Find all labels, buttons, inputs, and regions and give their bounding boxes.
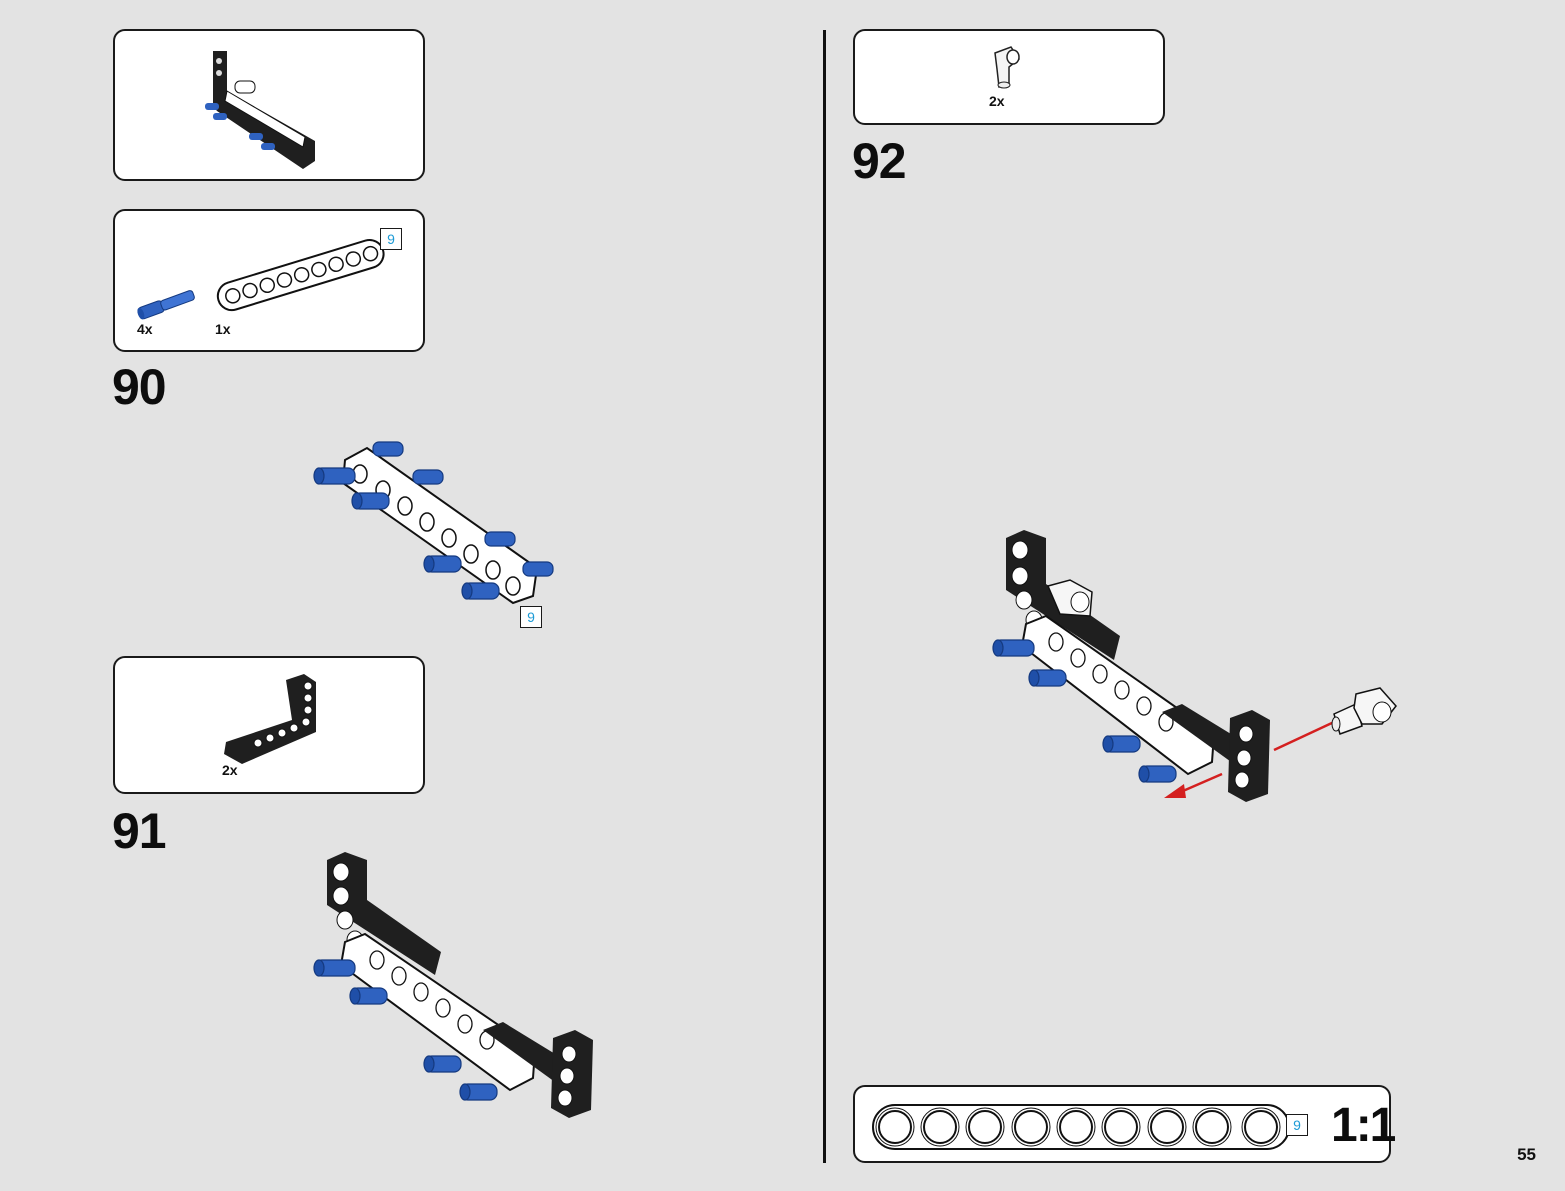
column-divider — [823, 30, 826, 1163]
step-90-part-2-qty: 1x — [215, 321, 231, 337]
scale-reference-box: 9 1:1 — [853, 1085, 1396, 1163]
step-92-assembly-icon — [992, 530, 1397, 802]
step-91-parts-box: 2x — [113, 656, 425, 794]
step-91-assembly-icon — [313, 852, 593, 1118]
step-90-part-1-qty: 4x — [137, 321, 153, 337]
step-90-number: 90 — [112, 359, 167, 415]
scale-beam-badge: 9 — [1286, 1114, 1308, 1136]
page-number: 55 — [1517, 1145, 1536, 1164]
black-angled-beam-icon — [224, 674, 316, 764]
blue-axle-pin-icon — [137, 290, 195, 320]
scale-label: 1:1 — [1331, 1099, 1396, 1152]
white-connector-icon — [994, 46, 1021, 89]
beam-scale-ruler-icon — [872, 1104, 1290, 1150]
step-91-number: 91 — [112, 803, 167, 859]
step-90-assembly-icon — [313, 441, 554, 605]
step-92-number: 92 — [852, 133, 907, 189]
white-beam-9-icon — [216, 238, 385, 312]
step-91-part-1-qty: 2x — [222, 762, 238, 778]
previous-step-box — [113, 29, 425, 181]
step-90-parts-box: 4x 1x 9 — [113, 209, 425, 352]
step-92-parts-box: 2x — [853, 29, 1165, 125]
step-92-part-1-qty: 2x — [989, 93, 1005, 109]
previous-assembly-icon — [205, 51, 315, 169]
beam-length-badge: 9 — [380, 228, 402, 250]
model-beam-badge: 9 — [520, 606, 542, 628]
